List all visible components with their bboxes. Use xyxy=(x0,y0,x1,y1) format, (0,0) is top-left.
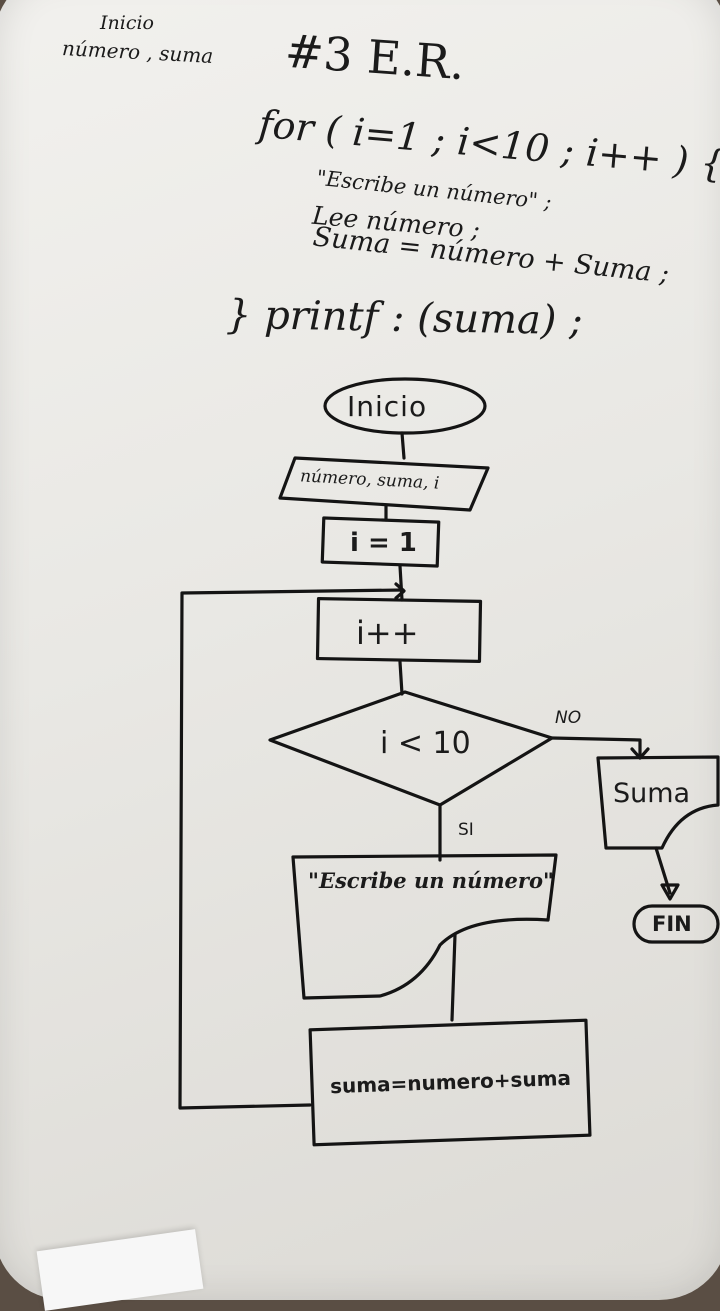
suma-output-label: Suma xyxy=(613,778,691,809)
input-parallelogram xyxy=(278,456,490,512)
assign-box xyxy=(308,1018,592,1147)
suma-output-shape xyxy=(596,755,720,850)
decision-label: i < 10 xyxy=(380,726,471,761)
header-inicio: Inicio xyxy=(100,12,154,34)
inicio-label: Inicio xyxy=(347,390,428,423)
init-box xyxy=(320,516,441,568)
flowchart-diagram xyxy=(178,377,720,1147)
increment-label: i++ xyxy=(356,614,419,652)
no-label: NO xyxy=(555,708,582,728)
escribe-output-shape xyxy=(291,853,558,1000)
si-label: SI xyxy=(458,820,474,840)
init-label: i = 1 xyxy=(350,528,417,558)
fin-label: FIN xyxy=(652,912,692,936)
fin-terminal xyxy=(632,904,720,944)
inicio-terminal xyxy=(323,377,487,435)
escribe-label: "Escribe un número" xyxy=(308,868,554,893)
loop-back-line xyxy=(178,588,405,1110)
increment-box xyxy=(315,596,483,663)
